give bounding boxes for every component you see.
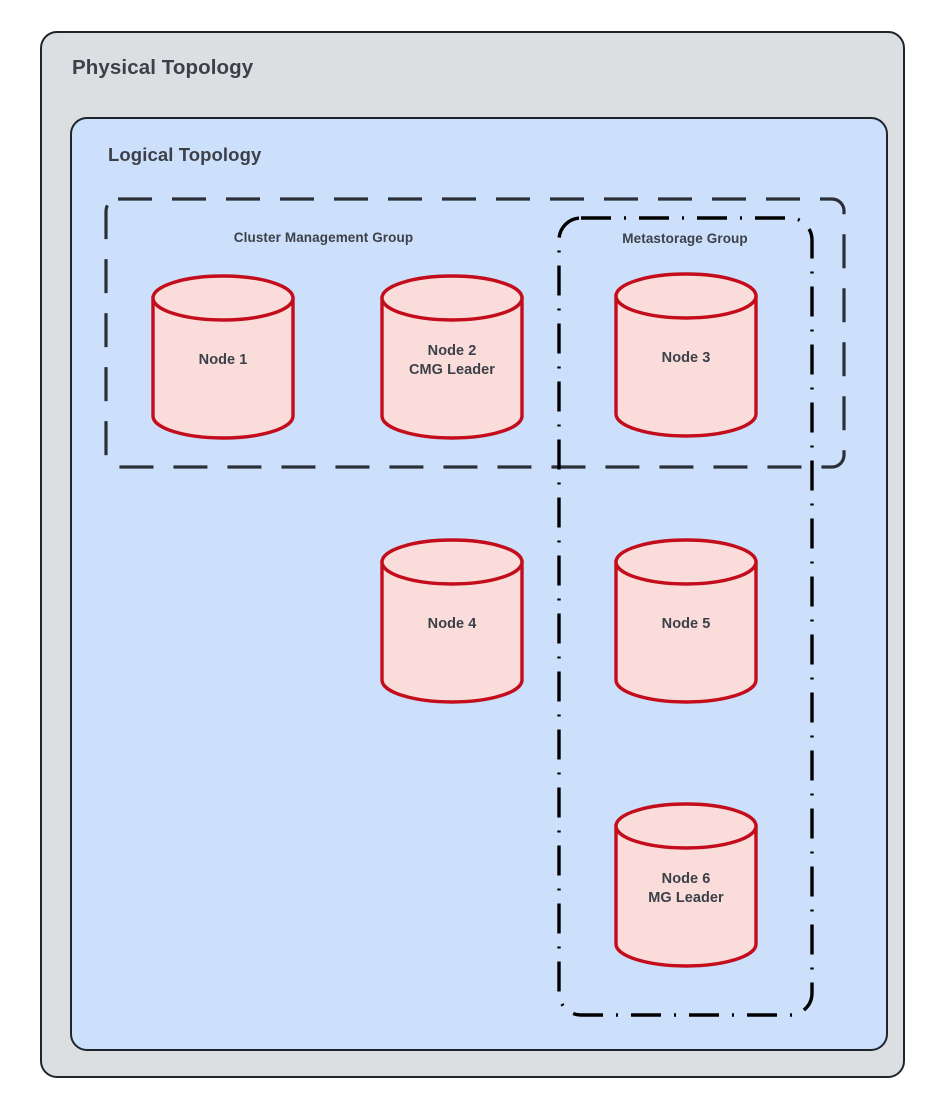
node-5[interactable]: Node 5 [612,536,760,706]
node-2-label: Node 2 CMG Leader [378,272,526,442]
node-4[interactable]: Node 4 [378,536,526,706]
node-2-line2: CMG Leader [409,362,495,378]
node-6-line1: Node 6 [661,870,711,887]
node-6-label: Node 6 MG Leader [612,800,760,970]
node-6[interactable]: Node 6 MG Leader [612,800,760,970]
node-1-cylinder [151,274,295,440]
physical-topology-title: Physical Topology [72,56,254,79]
node-3-label: Node 3 [612,270,760,440]
node-3-line1: Node 3 [661,350,711,367]
cluster-management-group-label: Cluster Management Group [233,230,414,245]
node-6-line2: MG Leader [648,890,724,906]
node-1-label: Node 1 [149,272,297,442]
node-4-label: Node 4 [378,536,526,706]
node-6-cylinder [614,802,758,968]
node-2-cylinder [380,274,524,440]
node-4-cylinder [380,538,524,704]
node-5-line1: Node 5 [661,616,711,633]
metastorage-group-label: Metastorage Group [622,231,748,246]
node-4-line1: Node 4 [427,616,477,633]
node-3[interactable]: Node 3 [612,270,760,440]
node-1-line1: Node 1 [198,352,248,369]
node-2-line1: Node 2 [427,342,477,359]
node-1[interactable]: Node 1 [149,272,297,442]
node-2[interactable]: Node 2 CMG Leader [378,272,526,442]
node-3-cylinder [614,272,758,438]
node-5-label: Node 5 [612,536,760,706]
logical-topology-title: Logical Topology [108,144,262,165]
node-5-cylinder [614,538,758,704]
